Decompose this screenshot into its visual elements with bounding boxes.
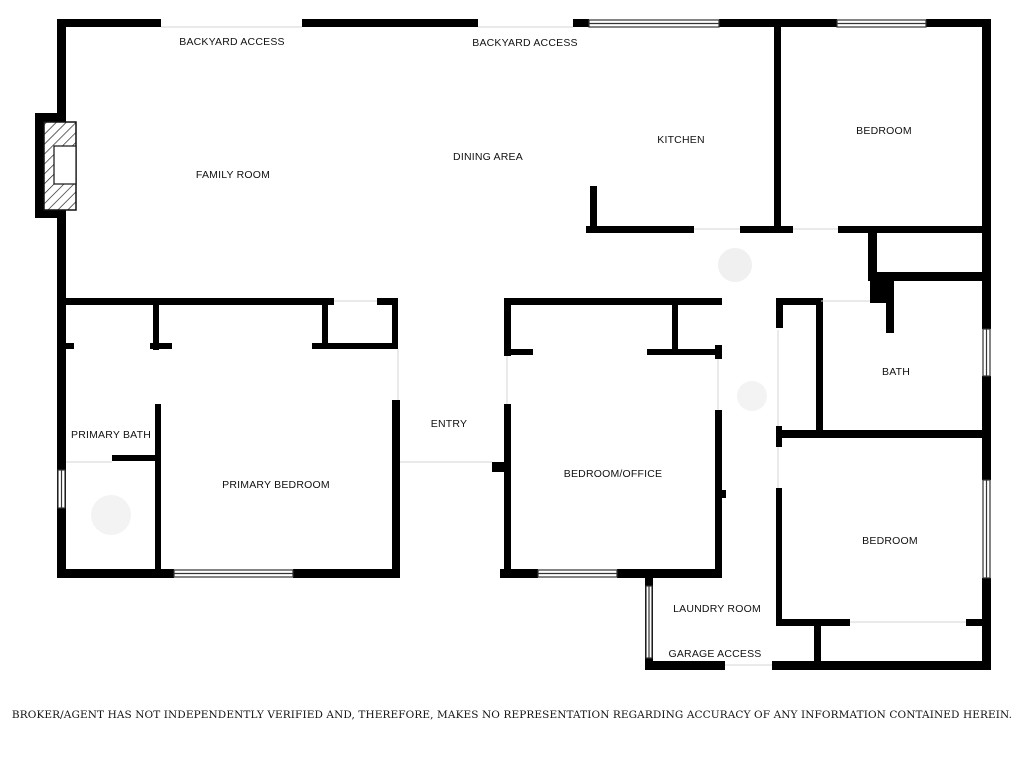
label-primary-bedroom: PRIMARY BEDROOM: [222, 479, 330, 491]
door-openings: [66, 26, 966, 666]
label-backyard-access-1: BACKYARD ACCESS: [179, 36, 285, 48]
label-family-room: FAMILY ROOM: [196, 169, 270, 181]
fixture-shadow: [737, 381, 767, 411]
label-entry: ENTRY: [431, 418, 467, 430]
disclaimer-text: BROKER/AGENT HAS NOT INDEPENDENTLY VERIF…: [11, 709, 1013, 721]
fireplace: [43, 121, 77, 211]
room-labels: BACKYARD ACCESS BACKYARD ACCESS FAMILY R…: [71, 36, 918, 660]
label-laundry-room: LAUNDRY ROOM: [673, 603, 761, 615]
label-backyard-access-2: BACKYARD ACCESS: [472, 37, 578, 49]
windows: [57, 19, 991, 659]
label-bedroom-office: BEDROOM/OFFICE: [564, 468, 662, 480]
label-bedroom-se: BEDROOM: [862, 535, 918, 547]
label-primary-bath: PRIMARY BATH: [71, 429, 151, 441]
fixture-shadow: [91, 495, 131, 535]
label-garage-access: GARAGE ACCESS: [668, 648, 761, 660]
label-dining-area: DINING AREA: [453, 151, 523, 163]
label-bedroom-ne: BEDROOM: [856, 125, 912, 137]
label-bath: BATH: [882, 366, 910, 378]
interior-walls: [66, 19, 988, 664]
label-kitchen: KITCHEN: [657, 134, 705, 146]
fixture-shadow: [718, 248, 752, 282]
